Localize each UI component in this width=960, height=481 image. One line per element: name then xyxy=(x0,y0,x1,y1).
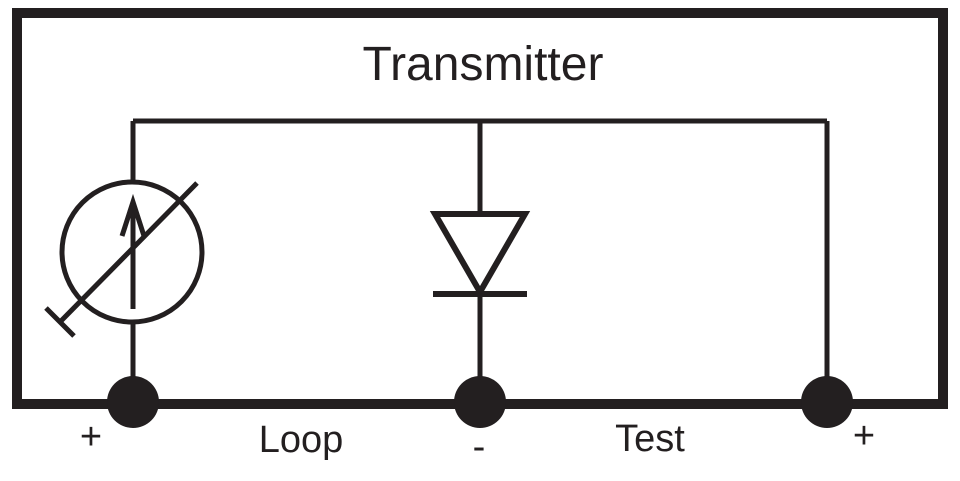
terminal-dot-minus xyxy=(454,376,506,428)
terminal-label-minus: - xyxy=(473,426,486,468)
wire-label-test: Test xyxy=(615,418,685,460)
diode-anode-triangle xyxy=(429,211,531,299)
adjustment-tbar xyxy=(44,306,76,338)
terminal-label-plus-right: + xyxy=(853,415,875,457)
diagram-title: Transmitter xyxy=(363,38,604,91)
adjustment-diagonal-stroke xyxy=(58,181,199,324)
wire-label-loop: Loop xyxy=(259,419,344,461)
current-arrow-head xyxy=(119,193,147,237)
diode-symbol xyxy=(429,211,531,299)
terminal-dot-loop-plus xyxy=(107,376,159,428)
terminal-dot-test-plus xyxy=(801,376,853,428)
terminal-label-plus-left: + xyxy=(80,416,102,458)
adjustable-current-source-symbol xyxy=(44,179,205,338)
